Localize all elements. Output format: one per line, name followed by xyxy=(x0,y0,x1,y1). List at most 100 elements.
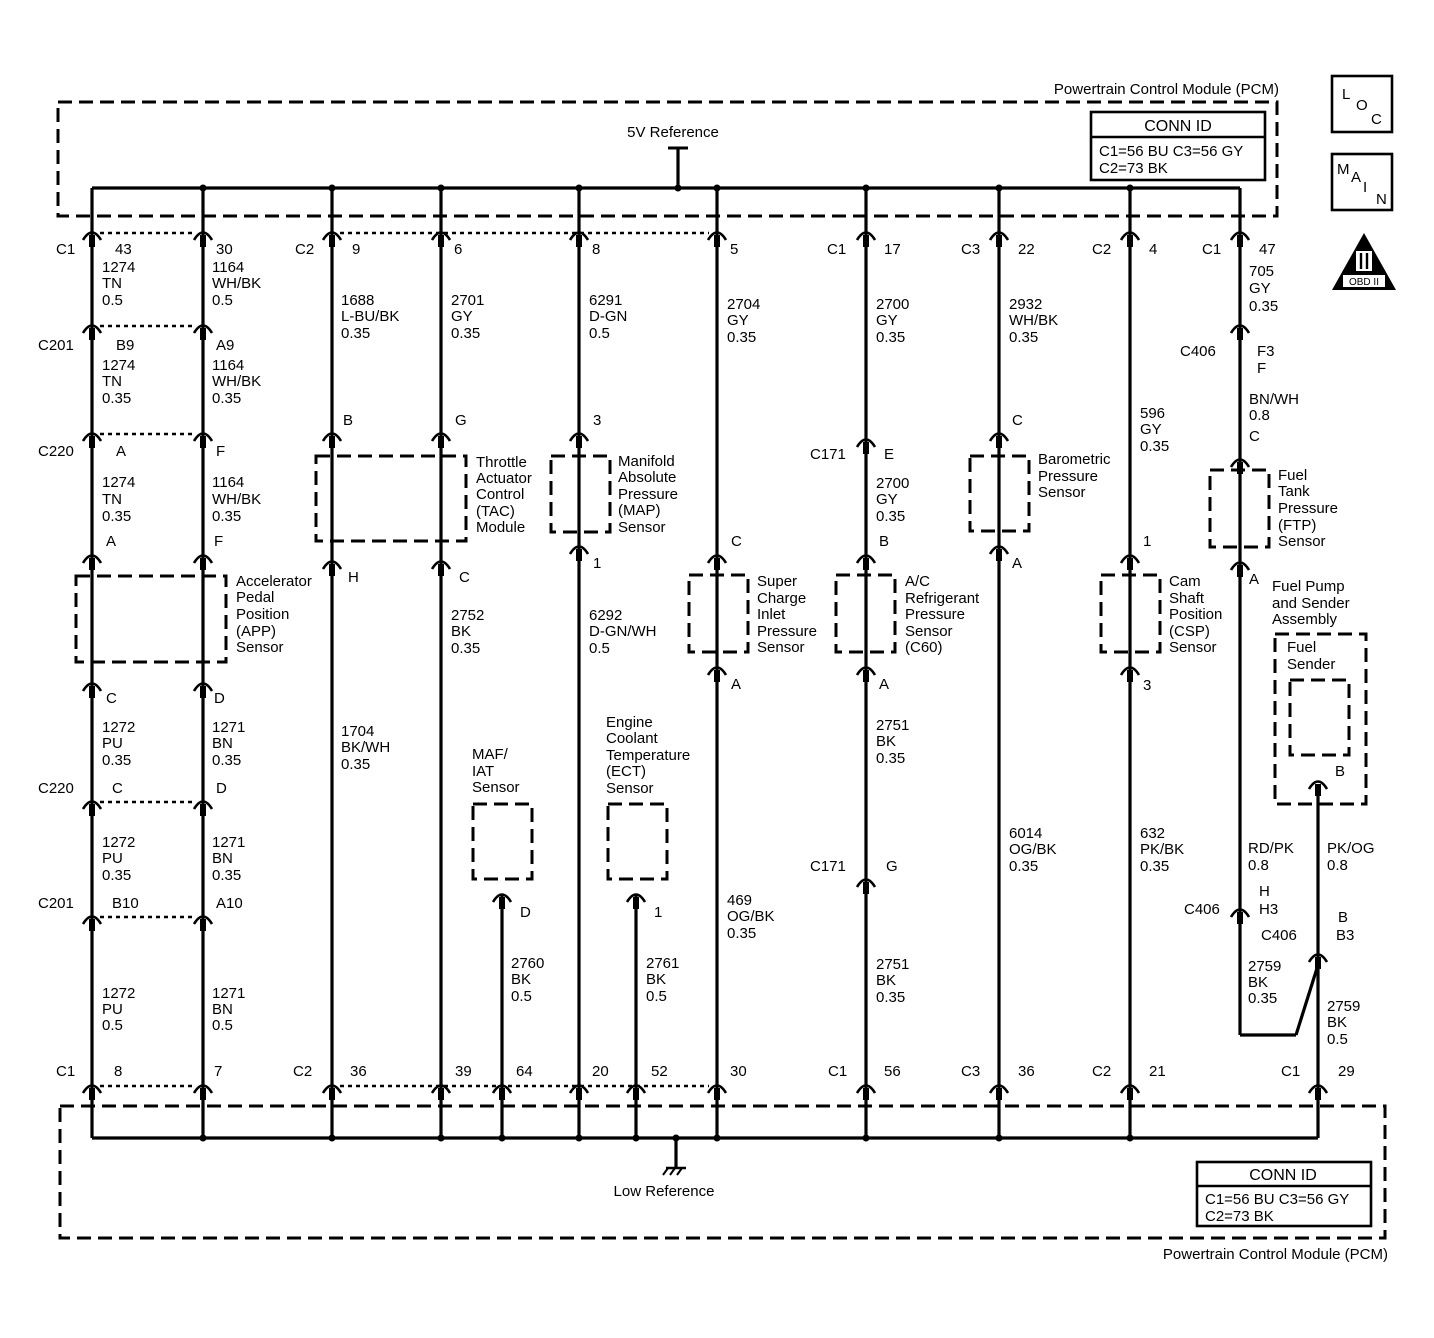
svg-text:Sensor: Sensor xyxy=(236,639,284,656)
svg-text:36: 36 xyxy=(350,1063,367,1080)
wire-color: TN xyxy=(102,275,122,292)
svg-text:G: G xyxy=(455,412,467,429)
fuel-sender-box xyxy=(1288,678,1351,757)
svg-text:PK/OG: PK/OG xyxy=(1327,840,1375,857)
svg-text:(FTP): (FTP) xyxy=(1278,517,1316,534)
svg-text:Pressure: Pressure xyxy=(618,486,678,503)
svg-text:GY: GY xyxy=(451,308,473,325)
svg-text:0.35: 0.35 xyxy=(1249,298,1278,315)
connector-pin xyxy=(321,432,343,448)
svg-text:B: B xyxy=(1335,763,1345,780)
svg-text:PU: PU xyxy=(102,1001,123,1018)
svg-text:Coolant: Coolant xyxy=(606,730,659,747)
svg-text:A: A xyxy=(731,676,741,693)
conn-label: C220 xyxy=(38,443,74,460)
svg-text:Shaft: Shaft xyxy=(1169,590,1205,607)
svg-text:3: 3 xyxy=(593,412,601,429)
svg-text:469: 469 xyxy=(727,892,752,909)
connector-pin xyxy=(706,1084,728,1100)
svg-text:8: 8 xyxy=(592,241,600,258)
svg-text:Module: Module xyxy=(476,519,525,536)
svg-text:(C60): (C60) xyxy=(905,639,943,656)
svg-text:2932: 2932 xyxy=(1009,296,1042,313)
pin-label: B9 xyxy=(116,337,134,354)
svg-text:WH/BK: WH/BK xyxy=(1009,312,1058,329)
svg-text:BN: BN xyxy=(212,1001,233,1018)
pin-label: A9 xyxy=(216,337,234,354)
svg-text:Tank: Tank xyxy=(1278,483,1310,500)
svg-text:0.35: 0.35 xyxy=(1248,990,1277,1007)
svg-text:9: 9 xyxy=(352,241,360,258)
connector-pin xyxy=(706,666,728,682)
pcm-bottom-box xyxy=(58,1104,1387,1240)
fuel-pump-assembly-box xyxy=(1273,632,1368,806)
svg-text:36: 36 xyxy=(1018,1063,1035,1080)
svg-text:2759: 2759 xyxy=(1248,958,1281,975)
map-sensor-box xyxy=(549,454,612,534)
connector-caps xyxy=(81,231,1329,1100)
connector-pin xyxy=(1307,953,1329,969)
svg-text:Inlet: Inlet xyxy=(757,606,786,623)
connector-pin xyxy=(81,682,103,698)
connector-pin xyxy=(192,554,214,570)
connector-pin xyxy=(192,800,214,816)
connector-pin xyxy=(192,231,214,247)
connector-pin xyxy=(81,324,103,340)
conn-id-top-line2: C2=73 BK xyxy=(1099,160,1168,177)
conn-label: C1 xyxy=(828,1063,847,1080)
svg-text:1164: 1164 xyxy=(212,357,244,374)
svg-text:0.35: 0.35 xyxy=(1140,858,1169,875)
svg-text:OG/BK: OG/BK xyxy=(1009,841,1057,858)
connector-pin xyxy=(192,1084,214,1100)
svg-text:0.35: 0.35 xyxy=(876,508,905,525)
svg-text:B: B xyxy=(343,412,353,429)
connector-pin xyxy=(430,432,452,448)
svg-text:L-BU/BK: L-BU/BK xyxy=(341,308,399,325)
svg-text:1: 1 xyxy=(654,904,662,921)
svg-text:PU: PU xyxy=(102,850,123,867)
pcm-top-box xyxy=(56,100,1279,218)
svg-text:0.5: 0.5 xyxy=(589,640,610,657)
svg-text:A: A xyxy=(879,676,889,693)
svg-text:(APP): (APP) xyxy=(236,623,276,640)
svg-text:D-GN: D-GN xyxy=(589,308,627,325)
svg-text:C1=56 BU C3=56 GY: C1=56 BU C3=56 GY xyxy=(1205,1191,1349,1208)
svg-text:Refrigerant: Refrigerant xyxy=(905,590,980,607)
svg-text:0.35: 0.35 xyxy=(1140,438,1169,455)
svg-text:0.35: 0.35 xyxy=(212,752,241,769)
svg-text:0.35: 0.35 xyxy=(341,325,370,342)
wire-num: 1164 xyxy=(212,259,244,276)
svg-text:39: 39 xyxy=(455,1063,472,1080)
svg-text:BK: BK xyxy=(451,623,471,640)
svg-text:0.35: 0.35 xyxy=(876,329,905,346)
svg-text:632: 632 xyxy=(1140,825,1165,842)
bus-junctions xyxy=(199,184,1134,1142)
loc-badge: L O C xyxy=(1330,74,1394,134)
pcm-top-title: Powertrain Control Module (PCM) xyxy=(1054,81,1279,98)
svg-text:1: 1 xyxy=(593,555,601,572)
svg-text:GY: GY xyxy=(1249,280,1271,297)
conn-label: C406 xyxy=(1261,927,1297,944)
svg-text:CONN ID: CONN ID xyxy=(1249,1167,1317,1184)
svg-text:Sensor: Sensor xyxy=(905,623,953,640)
conn-label: C1 xyxy=(1281,1063,1300,1080)
conn-id-top-line1: C1=56 BU C3=56 GY xyxy=(1099,143,1243,160)
svg-text:0.35: 0.35 xyxy=(1009,329,1038,346)
svg-text:2700: 2700 xyxy=(876,475,909,492)
svg-text:Sender: Sender xyxy=(1287,656,1335,673)
svg-text:0.35: 0.35 xyxy=(341,756,370,773)
connector-pin xyxy=(1229,561,1251,577)
svg-text:2752: 2752 xyxy=(451,607,484,624)
svg-text:C: C xyxy=(459,569,470,586)
svg-text:TN: TN xyxy=(102,373,122,390)
svg-text:2701: 2701 xyxy=(451,292,484,309)
svg-text:Charge: Charge xyxy=(757,590,806,607)
svg-text:H: H xyxy=(1259,883,1270,900)
conn-label: C171 xyxy=(810,446,846,463)
svg-text:B: B xyxy=(879,533,889,550)
conn-label: C2 xyxy=(293,1063,312,1080)
sensor-name: MAF/ xyxy=(472,746,509,763)
svg-text:0.8: 0.8 xyxy=(1327,857,1348,874)
connector-pin xyxy=(706,554,728,570)
conn-id-top: CONN ID C1=56 BU C3=56 GY C2=73 BK xyxy=(1089,110,1267,182)
